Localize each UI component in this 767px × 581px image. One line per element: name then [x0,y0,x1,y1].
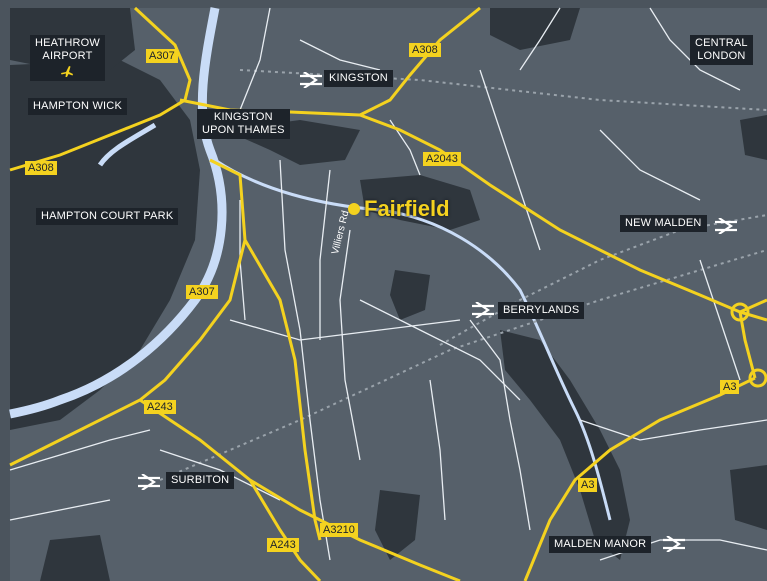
location-dot-icon [348,203,360,215]
roundabout-south-east [748,368,767,388]
road-shield-a3: A3 [720,380,740,394]
place-label-heathrow-airport[interactable]: HEATHROW AIRPORT [30,35,105,81]
place-label-line: HEATHROW [35,37,100,49]
road-shield-a3: A3 [578,478,598,492]
place-label-line: KINGSTON [213,111,273,123]
road-shield-a3210: A3210 [320,523,358,537]
north-dark-area [490,8,580,50]
place-label-line: CENTRAL [695,37,748,49]
railway-line-south [159,249,767,481]
berrylands-area [500,330,630,560]
rail-icon [472,302,494,318]
rail-icon [138,474,160,490]
road-shield-a308: A308 [409,43,441,57]
station-label: KINGSTON [324,70,393,87]
place-label-central-london[interactable]: CENTRAL LONDON [690,35,753,65]
map-frame-top [0,0,767,8]
lake-left [97,122,157,167]
railway-line-east [439,214,767,346]
station-label: NEW MALDEN [620,215,707,232]
road-shield-a308: A308 [25,161,57,175]
place-label-line: UPON THAMES [202,124,285,136]
rail-icon [300,72,322,88]
place-label-hampton-court-park[interactable]: HAMPTON COURT PARK [36,208,179,225]
airplane-icon [61,66,74,77]
rail-icon [715,218,737,234]
station-label: SURBITON [166,472,235,489]
fairfield-label: Fairfield [364,196,450,221]
road-shield-a307: A307 [146,49,178,63]
south-dark-block [375,490,420,560]
road-shield-a243: A243 [144,400,176,414]
station-label: MALDEN MANOR [549,536,652,553]
rail-icon [663,536,685,552]
place-label-kingston-upon-thames[interactable]: KINGSTON UPON THAMES [197,109,290,139]
road-shield-a2043: A2043 [423,152,461,166]
station-label: BERRYLANDS [498,302,585,319]
central-dark-block [390,270,430,320]
north-east-dark-block [740,115,767,160]
place-label-line: AIRPORT [42,50,93,62]
hampton-court-park-area [10,60,200,430]
river-hogsmill [214,158,612,521]
place-label-line: LONDON [697,50,746,62]
east-dark-block [730,465,767,530]
roundabout-east [730,302,750,322]
road-shield-a307: A307 [186,285,218,299]
place-label-hampton-wick[interactable]: HAMPTON WICK [28,98,127,115]
fairfield-marker[interactable]: Fairfield [348,197,450,221]
south-west-dark-block [40,535,110,581]
map-frame-left [0,0,10,581]
fairfield-area [360,175,480,230]
road-shield-a243: A243 [267,538,299,552]
